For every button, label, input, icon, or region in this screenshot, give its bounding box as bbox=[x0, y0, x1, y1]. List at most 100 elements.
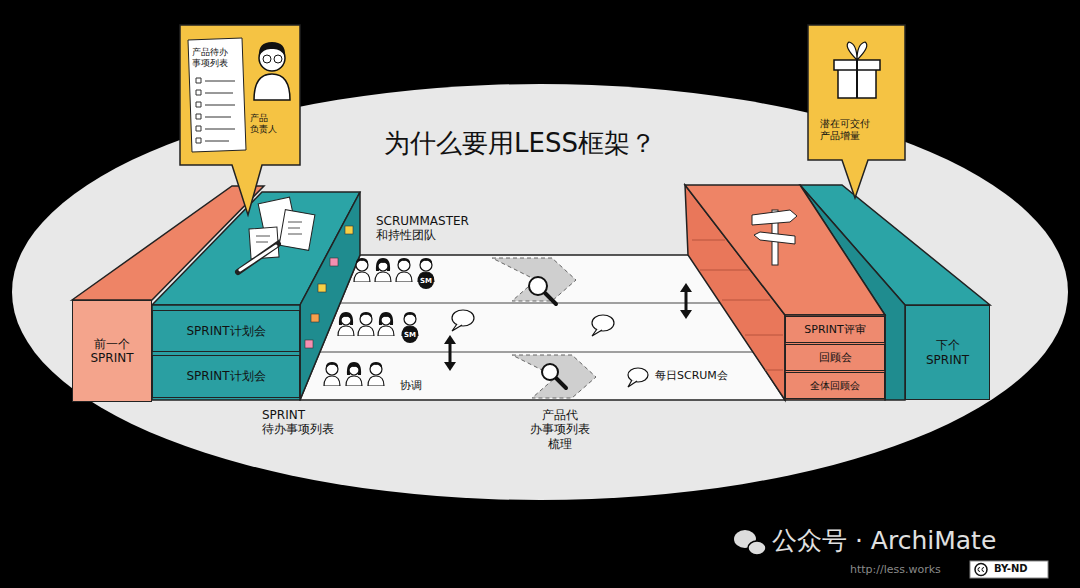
label-slot: SM bbox=[404, 331, 416, 339]
team-member bbox=[354, 258, 370, 282]
sm-badge-ground bbox=[402, 327, 418, 343]
magnifier bbox=[542, 364, 558, 380]
planning-band: SPRINT计划会 bbox=[152, 355, 300, 398]
double-arrow bbox=[444, 362, 456, 371]
node-text: 回顾会 bbox=[819, 351, 852, 364]
pen bbox=[240, 246, 276, 270]
team-member bbox=[375, 258, 391, 282]
coordination-label: 协调 bbox=[400, 379, 422, 392]
sticky-note bbox=[305, 340, 313, 348]
sticky-note bbox=[345, 226, 353, 234]
sm-badge-ground bbox=[418, 273, 434, 289]
node-text: 产品 负责人 bbox=[250, 113, 277, 135]
cc-icon bbox=[978, 568, 984, 572]
team-member bbox=[338, 312, 354, 336]
lane-line bbox=[320, 351, 754, 352]
node-text: 全体回顾会 bbox=[810, 380, 860, 392]
team-label: SCRUMMASTER 和持性团队 bbox=[376, 214, 469, 243]
node-text: SPRINT计划会 bbox=[186, 369, 265, 383]
block-front bbox=[785, 315, 885, 400]
daily-scrum-label: 每日SCRUM会 bbox=[655, 369, 728, 382]
callout-shape bbox=[180, 25, 300, 215]
team-member bbox=[346, 362, 362, 386]
title-slot: 为什么要用LESS框架？ bbox=[384, 128, 656, 159]
sticky-note bbox=[318, 284, 326, 292]
refinement-chevron bbox=[512, 355, 596, 398]
label-slot: BY-ND bbox=[994, 563, 1028, 575]
pen bbox=[238, 244, 278, 272]
double-arrow bbox=[444, 335, 456, 344]
text-slot: 潜在可交付 产品增量 bbox=[820, 118, 870, 142]
label-slot: 产品代 办事项列表 梳理 bbox=[530, 408, 590, 451]
backlog-paper bbox=[188, 38, 246, 152]
label-slot: SPRINT 待办事项列表 bbox=[262, 408, 334, 437]
backlog-list bbox=[196, 78, 235, 143]
team-member bbox=[324, 362, 340, 386]
paper bbox=[279, 210, 315, 251]
label-slot: 协调 bbox=[400, 379, 422, 392]
license-url: http://less.works bbox=[850, 563, 941, 576]
double-arrow bbox=[680, 283, 692, 292]
double-arrow bbox=[449, 342, 452, 364]
team-member bbox=[378, 312, 394, 336]
lane-line bbox=[340, 302, 721, 303]
sticky-note bbox=[311, 314, 319, 322]
node-text: 产品待办 事项列表 bbox=[192, 47, 228, 69]
sprint-backlog-label: SPRINT 待办事项列表 bbox=[262, 408, 334, 437]
node-text: 潜在可交付 产品增量 bbox=[820, 118, 870, 142]
wechat-icon bbox=[748, 541, 766, 555]
callout-shape bbox=[808, 25, 905, 198]
block-front bbox=[152, 305, 300, 400]
text-slot: 产品待办 事项列表 bbox=[192, 47, 228, 69]
gift-bow bbox=[847, 42, 867, 60]
magnifier bbox=[529, 277, 547, 295]
gift-ribbon bbox=[856, 60, 858, 98]
review-band: SPRINT评审 bbox=[785, 316, 885, 343]
speech-bubble bbox=[452, 324, 462, 331]
label-slot: 每日SCRUM会 bbox=[655, 369, 728, 382]
license-badge-ground bbox=[970, 561, 1048, 578]
label-slot: 公众号 · ArchiMate bbox=[772, 526, 996, 556]
owner-glasses bbox=[263, 55, 271, 63]
scrummaster-badge: SM bbox=[404, 331, 416, 339]
team-member bbox=[368, 362, 384, 386]
magnifier bbox=[556, 378, 566, 388]
double-arrow bbox=[685, 290, 688, 312]
owner-hair bbox=[259, 42, 285, 56]
cc-icon bbox=[975, 564, 987, 576]
node-text: SPRINT计划会 bbox=[186, 324, 265, 338]
paper-scribble bbox=[256, 222, 302, 242]
scrummaster-badge: SM bbox=[420, 277, 432, 285]
node-text: 下个 SPRINT bbox=[926, 338, 969, 367]
owner-glasses bbox=[274, 55, 282, 63]
magnifier bbox=[545, 293, 556, 304]
watermark: 公众号 · ArchiMate bbox=[772, 526, 996, 556]
sticky-note bbox=[330, 258, 338, 266]
speech-bubble bbox=[628, 368, 648, 382]
team-member bbox=[396, 258, 412, 282]
ground-ellipse bbox=[12, 84, 1068, 500]
diagram-title: 为什么要用LESS框架？ bbox=[384, 128, 656, 159]
owner-body bbox=[254, 74, 290, 100]
refinement-chevron bbox=[492, 258, 576, 301]
block-top bbox=[685, 185, 885, 315]
sprint-block: 前一个 SPRINT bbox=[72, 300, 152, 402]
refinement-label: 产品代 办事项列表 梳理 bbox=[530, 408, 590, 451]
review-band: 全体回顾会 bbox=[785, 372, 885, 399]
sprint-block: 下个 SPRINT bbox=[905, 305, 990, 400]
callout: 潜在可交付 产品增量 bbox=[808, 25, 905, 160]
signpost bbox=[752, 210, 797, 225]
speech-bubble bbox=[592, 329, 602, 336]
node-text: 前一个 SPRINT bbox=[90, 337, 133, 366]
signpost bbox=[754, 232, 795, 244]
text-slot: 产品 负责人 bbox=[250, 113, 277, 135]
callout: 产品待办 事项列表产品 负责人 bbox=[180, 25, 300, 165]
planning-band: SPRINT计划会 bbox=[152, 310, 300, 352]
label-slot: http://less.works bbox=[850, 563, 941, 576]
label-slot: SM bbox=[420, 277, 432, 285]
speech-bubble bbox=[452, 310, 474, 326]
double-arrow bbox=[680, 310, 692, 319]
